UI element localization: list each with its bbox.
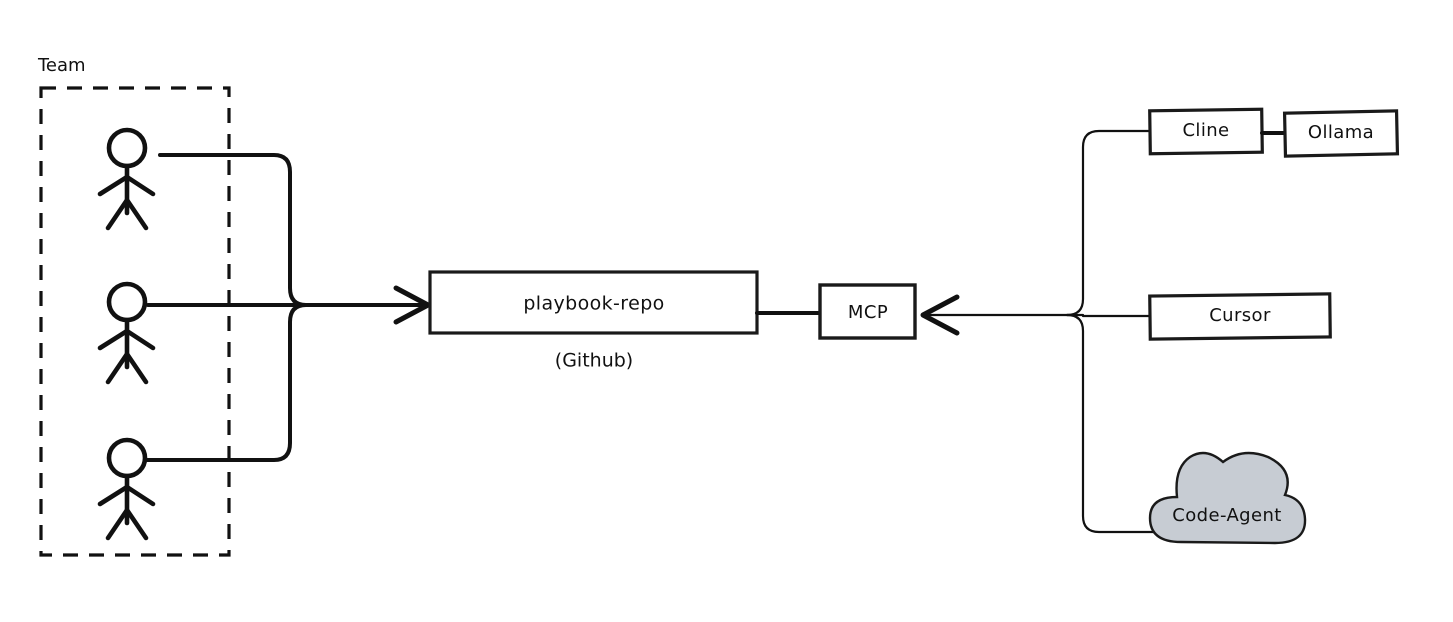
node-ollama[interactable]: Ollama	[1282, 109, 1400, 158]
edge-team-to-repo	[145, 153, 431, 462]
team-member-2[interactable]	[97, 281, 156, 385]
node-cline[interactable]: Cline	[1148, 107, 1264, 156]
stick-figure-icon	[97, 127, 156, 231]
edge-member1-to-repo	[158, 153, 308, 307]
playbook-repo-caption: (Github)	[555, 350, 633, 372]
cline-label: Cline	[1182, 120, 1229, 141]
team-member-3[interactable]	[97, 437, 156, 541]
cursor-box	[1148, 292, 1332, 341]
cloud-shape	[1148, 451, 1307, 545]
cline-box	[1148, 107, 1264, 156]
edge-member3-to-repo	[145, 303, 308, 462]
team-member-1[interactable]	[97, 127, 156, 231]
edge-arrowhead-mcp	[920, 294, 960, 336]
edge-cline-to-trunk	[1065, 129, 1152, 317]
stick-figure-icon	[97, 437, 156, 541]
node-playbook-repo[interactable]: playbook-repo	[428, 270, 759, 335]
cursor-label: Cursor	[1209, 305, 1271, 326]
edge-codeagent-to-trunk	[1065, 313, 1165, 534]
stick-figure-icon	[97, 281, 156, 385]
node-code-agent[interactable]: Code-Agent	[1148, 451, 1307, 545]
playbook-repo-label: playbook-repo	[523, 293, 664, 315]
ollama-label: Ollama	[1308, 122, 1374, 143]
node-mcp[interactable]: MCP	[818, 283, 917, 340]
team-group-frame	[39, 86, 231, 557]
playbook-repo-box	[428, 270, 759, 335]
team-group-label: Team	[37, 55, 86, 76]
node-cursor[interactable]: Cursor	[1148, 292, 1332, 341]
team-group[interactable]: Team	[37, 55, 231, 557]
ollama-box	[1282, 109, 1400, 158]
code-agent-label: Code-Agent	[1172, 505, 1281, 526]
mcp-label: MCP	[848, 302, 888, 323]
edge-clients-to-mcp	[920, 129, 1165, 534]
edge-arrowhead-repo	[393, 285, 431, 325]
mcp-box	[818, 283, 917, 340]
